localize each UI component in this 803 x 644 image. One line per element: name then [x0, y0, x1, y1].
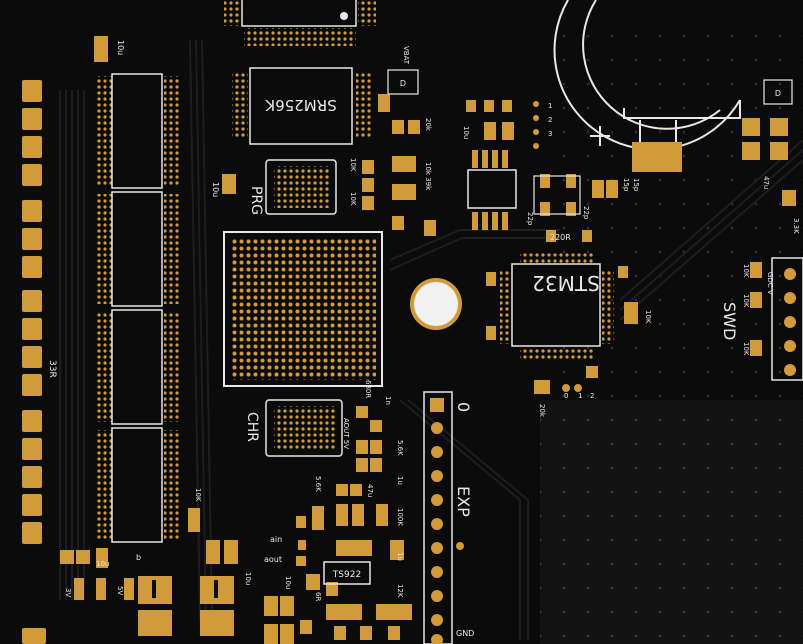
- label-vbat: VBAT: [402, 46, 410, 65]
- memory-chip-1: [96, 73, 180, 189]
- label-10u-bottom: 10u: [96, 560, 109, 568]
- label-prg: PRG: [248, 186, 264, 215]
- label-1u-a: 1u: [396, 476, 404, 485]
- exp-header: [423, 391, 453, 644]
- label-exp: EXP: [454, 486, 473, 517]
- sram-label: SRM256K: [264, 96, 337, 114]
- sram-chip: SRM256K: [232, 67, 372, 145]
- label-10u-audio: 10u: [284, 576, 292, 589]
- label-6r: 6R: [314, 592, 322, 601]
- diode-right-outline: [763, 79, 793, 105]
- label-aout: aout: [264, 555, 282, 564]
- audio-components: [296, 406, 412, 640]
- label-3v: 3V: [64, 588, 72, 597]
- osc-outline: [533, 175, 581, 215]
- label-47u-right: 47u: [762, 176, 770, 189]
- label-33k-right: 3.3K: [792, 218, 800, 234]
- label-10u-power: 10u: [244, 572, 252, 585]
- label-220r: 220R: [550, 233, 571, 242]
- pin-dots: [533, 101, 539, 149]
- label-d-right: D: [775, 89, 781, 98]
- label-10k-a: 10K: [349, 158, 357, 172]
- memory-chip-3: [96, 309, 180, 425]
- ground-vias: [540, 400, 803, 644]
- fpga-bga: [223, 231, 383, 387]
- cap-prg: [222, 174, 236, 194]
- label-2: 2: [548, 116, 552, 124]
- label-10k-39k: 10k 39k: [424, 162, 432, 191]
- memory-chip-2: [96, 191, 180, 307]
- label-12k: 12K: [396, 584, 404, 598]
- label-1: 1: [548, 102, 552, 110]
- label-47u-audio: 47u: [366, 484, 374, 497]
- mounting-hole: [414, 282, 458, 326]
- label-10k-mcu: 10K: [644, 310, 652, 324]
- label-5v: 5V: [116, 586, 124, 595]
- memory-chips: [96, 73, 180, 543]
- label-ain: ain: [270, 535, 282, 544]
- label-3: 3: [548, 130, 552, 138]
- mcu-label: STM32: [532, 271, 600, 295]
- label-chr: CHR: [244, 412, 260, 442]
- label-22p-a: 22p: [526, 212, 534, 226]
- label-10u-prg: 10u: [211, 182, 220, 197]
- label-1-mcu: 1: [578, 392, 582, 400]
- diode-outline: [387, 69, 419, 95]
- prg-bga: [265, 159, 337, 215]
- label-22p-b: 22p: [582, 206, 590, 220]
- crystal-outline: [467, 169, 517, 209]
- cap-pad-top: [94, 36, 108, 62]
- label-100k: 100K: [396, 508, 404, 526]
- label-33r-side: 33R: [47, 360, 57, 378]
- label-b: b: [136, 553, 141, 562]
- memory-chip-4: [96, 427, 180, 543]
- stm32-upper-components: [466, 100, 638, 340]
- label-aout-5v: AOUT 5V: [342, 418, 350, 449]
- label-swd: SWD: [720, 302, 739, 340]
- label-10k-swd-b: 10K: [742, 294, 750, 308]
- traces: [59, 39, 803, 640]
- swd-header: [771, 257, 803, 381]
- chr-bga: [265, 399, 343, 457]
- label-zero: 0: [454, 402, 473, 412]
- battery-holder: [553, 0, 741, 172]
- label-15p-a: 15p: [622, 178, 630, 192]
- opamp-outline: [323, 561, 371, 585]
- label-0-mcu: 0: [564, 392, 568, 400]
- exp-side-dot: [456, 542, 464, 550]
- label-56k-a: 5.6K: [396, 440, 404, 456]
- label-1n: 1n: [384, 396, 392, 405]
- label-d-vbat: D: [400, 79, 406, 88]
- left-resistor-column: [22, 80, 46, 644]
- label-10k-b: 10K: [349, 192, 357, 206]
- label-15p-b: 15p: [632, 178, 640, 192]
- top-chip: [224, 0, 376, 46]
- right-components: [742, 118, 796, 356]
- label-gnd: GND: [456, 629, 474, 638]
- label-56k-b: 5.6K: [314, 476, 322, 492]
- stm32-mcu: STM32: [500, 252, 614, 360]
- label-10u-mcu: 10u: [462, 126, 470, 139]
- label-10k-swd-c: 10K: [742, 342, 750, 356]
- diode-bars: [152, 580, 218, 598]
- label-20k-vbat: 20k: [424, 118, 432, 132]
- vbat-components: [362, 94, 436, 236]
- mcu-lower-pads: [534, 366, 598, 394]
- label-10k-swd-a: 10K: [742, 264, 750, 278]
- label-swd-pins: GDC V: [766, 272, 774, 295]
- label-1u-b: 1u: [396, 552, 404, 561]
- label-680r: 680R: [364, 380, 372, 398]
- label-2-mcu: 2: [590, 392, 594, 400]
- power-components: [60, 508, 294, 644]
- opamp-label: TS922: [332, 570, 361, 580]
- label-10u-top: 10u: [116, 40, 125, 55]
- label-10k-bottom: 10K: [194, 488, 202, 502]
- label-20k-mcu: 20k: [538, 404, 546, 418]
